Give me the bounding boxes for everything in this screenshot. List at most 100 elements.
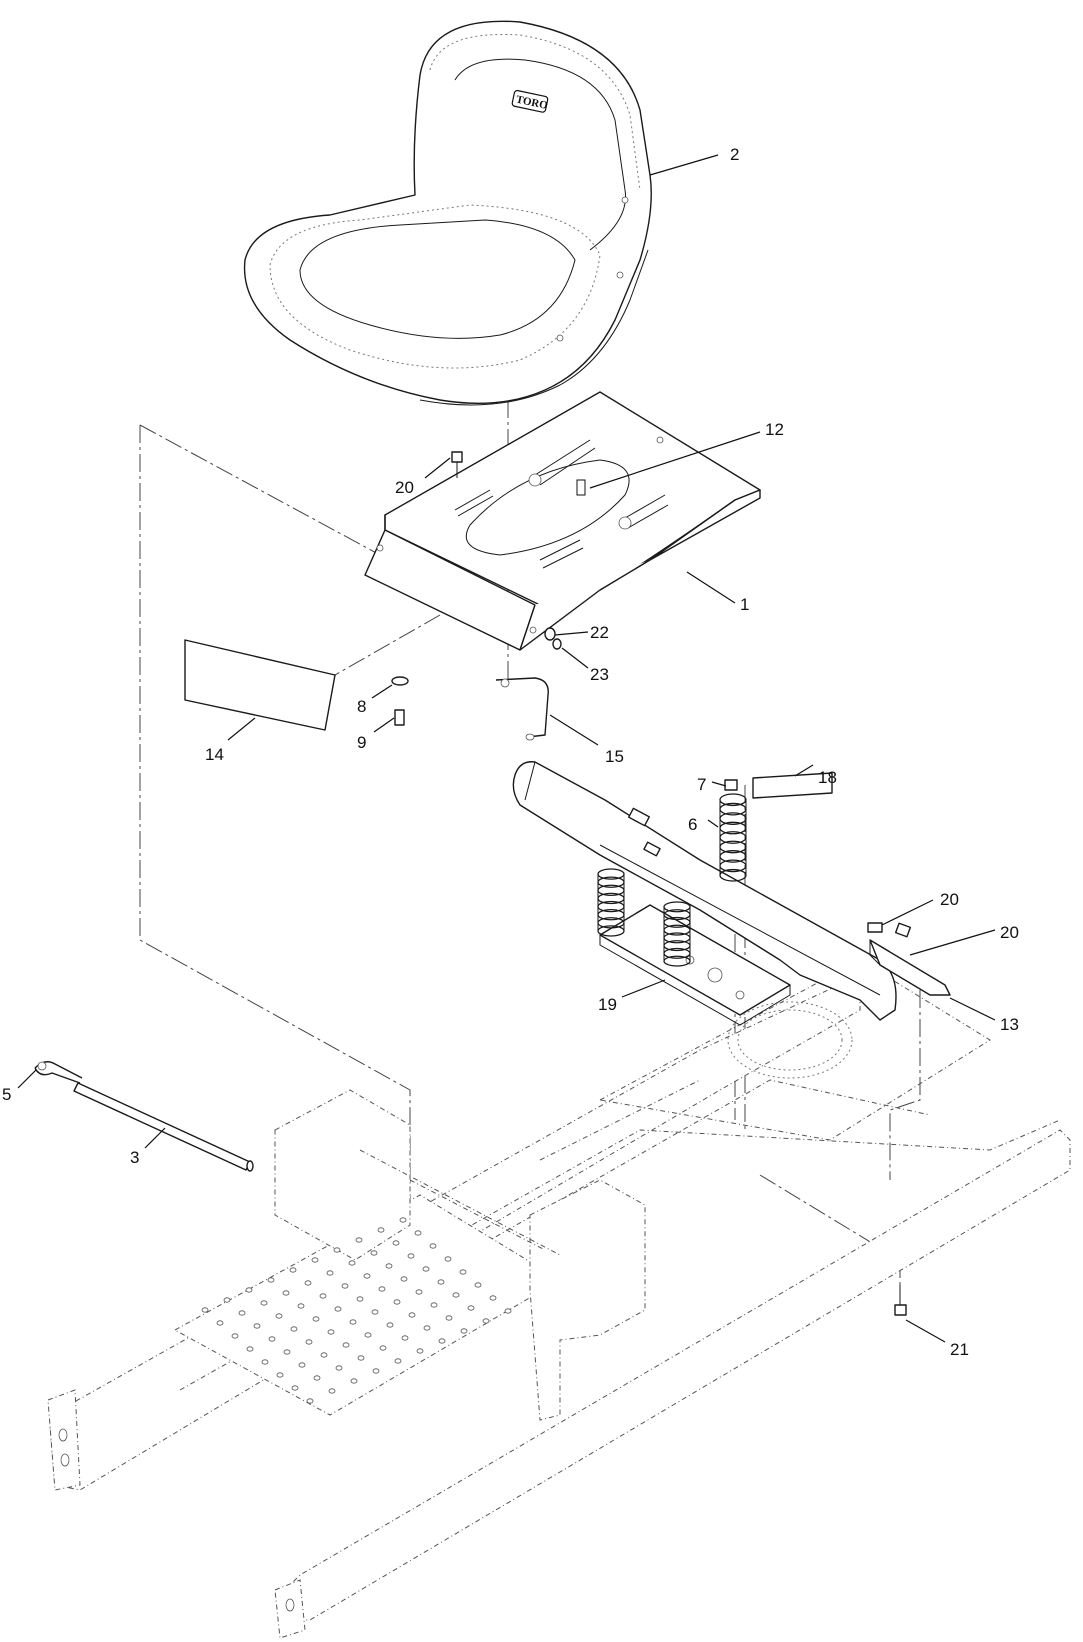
frame-hole bbox=[460, 1328, 468, 1334]
bolt-20a-head bbox=[451, 451, 463, 463]
frame-hole bbox=[355, 1237, 363, 1243]
frame-hole bbox=[408, 1312, 416, 1318]
suspension-arm bbox=[512, 761, 897, 1021]
seat-pin bbox=[495, 677, 549, 738]
frame-hole bbox=[393, 1299, 401, 1305]
seat: TORO bbox=[243, 20, 652, 406]
seat-pan-bolt bbox=[576, 479, 586, 496]
frame-hole bbox=[201, 1307, 209, 1313]
frame-hole bbox=[422, 1266, 430, 1272]
seat-cushion-recess bbox=[299, 219, 576, 339]
frame-hole bbox=[399, 1217, 407, 1223]
frame-hole bbox=[304, 1280, 312, 1286]
frame-floor-pan bbox=[173, 1194, 561, 1416]
frame-hole bbox=[444, 1256, 452, 1262]
frame-hole bbox=[335, 1365, 343, 1371]
frame-hole bbox=[482, 1318, 490, 1324]
frame-hole bbox=[334, 1306, 342, 1312]
frame-hole bbox=[371, 1309, 379, 1315]
frame-hole bbox=[246, 1346, 254, 1352]
frame-hole bbox=[350, 1378, 358, 1384]
callout-19: 19 bbox=[598, 995, 617, 1014]
frame-hole bbox=[407, 1253, 415, 1259]
frame-hole bbox=[429, 1243, 437, 1249]
washer-22 bbox=[544, 627, 556, 641]
callout-21: 21 bbox=[950, 1340, 969, 1359]
callout-23: 23 bbox=[590, 665, 609, 684]
frame-hole bbox=[437, 1279, 445, 1285]
frame-hole bbox=[416, 1348, 424, 1354]
frame-hole bbox=[430, 1302, 438, 1308]
washer-8 bbox=[391, 676, 409, 686]
callout-9: 9 bbox=[357, 733, 366, 752]
frame-hole bbox=[467, 1305, 475, 1311]
callout-20-seat: 20 bbox=[395, 478, 414, 497]
frame-hole bbox=[238, 1310, 246, 1316]
decal-18 bbox=[752, 772, 833, 799]
frame-hole bbox=[313, 1375, 321, 1381]
frame-hole bbox=[423, 1325, 431, 1331]
frame-hole bbox=[377, 1227, 385, 1233]
frame-hole bbox=[333, 1247, 341, 1253]
callout-20-bracket: 20 bbox=[1000, 923, 1019, 942]
frame-hole-grid bbox=[201, 1217, 512, 1404]
frame-hole bbox=[267, 1277, 275, 1283]
callout-14: 14 bbox=[205, 745, 224, 764]
callout-15: 15 bbox=[605, 747, 624, 766]
frame-hole bbox=[305, 1339, 313, 1345]
frame-hole bbox=[401, 1335, 409, 1341]
frame-hole bbox=[392, 1240, 400, 1246]
frame-hole bbox=[474, 1282, 482, 1288]
callout-1: 1 bbox=[740, 595, 749, 614]
frame-hole bbox=[372, 1368, 380, 1374]
frame-hole bbox=[489, 1295, 497, 1301]
frame-hole bbox=[445, 1315, 453, 1321]
frame-hole bbox=[223, 1297, 231, 1303]
frame-hole bbox=[385, 1263, 393, 1269]
frame-hole bbox=[276, 1372, 284, 1378]
frame-hole bbox=[298, 1362, 306, 1368]
frame-hole bbox=[452, 1292, 460, 1298]
callout-13: 13 bbox=[1000, 1015, 1019, 1034]
frame-hole bbox=[364, 1332, 372, 1338]
springs bbox=[597, 793, 747, 967]
frame-hole bbox=[253, 1323, 261, 1329]
frame-hole bbox=[319, 1293, 327, 1299]
frame-hole bbox=[378, 1286, 386, 1292]
callout-18: 18 bbox=[818, 768, 837, 787]
frame-hole bbox=[386, 1322, 394, 1328]
frame-hole bbox=[342, 1342, 350, 1348]
frame-hole bbox=[231, 1333, 239, 1339]
frame-hole bbox=[260, 1300, 268, 1306]
seat-shell bbox=[243, 20, 652, 405]
frame-hole bbox=[245, 1287, 253, 1293]
callout-8: 8 bbox=[357, 697, 366, 716]
frame-hole bbox=[268, 1336, 276, 1342]
seat-backrest-inner bbox=[454, 58, 627, 251]
frame-hole bbox=[357, 1355, 365, 1361]
frame-hole bbox=[283, 1349, 291, 1355]
frame-hole bbox=[349, 1319, 357, 1325]
frame-hole bbox=[261, 1359, 269, 1365]
decal-14 bbox=[184, 639, 336, 731]
rod-3 bbox=[73, 1082, 251, 1171]
frame-hole bbox=[275, 1313, 283, 1319]
bolt-21 bbox=[894, 1285, 907, 1316]
spring-1 bbox=[719, 793, 747, 882]
frame-hole bbox=[320, 1352, 328, 1358]
spring-2 bbox=[597, 868, 625, 937]
bolt-20c bbox=[894, 922, 912, 938]
frame-hole bbox=[348, 1260, 356, 1266]
frame-hole bbox=[341, 1283, 349, 1289]
suspension-assembly bbox=[512, 761, 951, 1026]
frame-hole bbox=[326, 1270, 334, 1276]
frame-hole bbox=[282, 1290, 290, 1296]
frame-rear-deck bbox=[598, 959, 991, 1141]
frame-hole bbox=[504, 1308, 512, 1314]
callout-3: 3 bbox=[130, 1148, 139, 1167]
seat-hinge-rod bbox=[34, 1061, 254, 1172]
frame-hole bbox=[216, 1320, 224, 1326]
frame-hole bbox=[356, 1296, 364, 1302]
callout-7: 7 bbox=[697, 775, 706, 794]
